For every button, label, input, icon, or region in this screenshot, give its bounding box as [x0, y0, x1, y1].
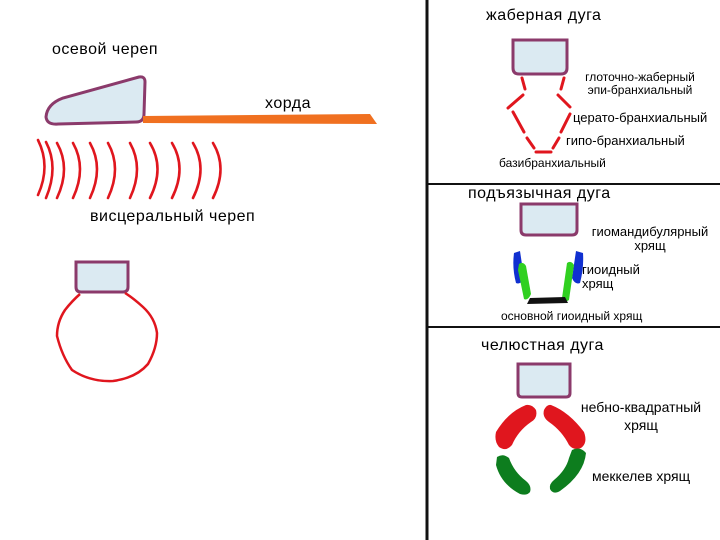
hyoid-label-line1: гиоидный [582, 262, 640, 277]
hyomandibular-label-line1: гиомандибулярный [591, 224, 709, 239]
palatoquadrate-label: небно-квадратный хрящ [570, 400, 712, 432]
branchial-arch-elements [506, 76, 572, 154]
ceratobranchial-right [559, 112, 572, 134]
hypobranchial-label: гипо-бранхиальный [566, 133, 685, 148]
ceratobranchial-label: церато-бранхиальный [573, 110, 708, 125]
visceral-arches [36, 138, 222, 200]
branchial-skull-block [511, 38, 569, 76]
meckel-left [496, 455, 531, 495]
pharyngobranchial-label-line1: глоточно-жаберный [585, 70, 695, 84]
hyomandibular-right [572, 251, 584, 284]
ceratobranchial-left [511, 110, 526, 134]
visceral-arch-1 [36, 138, 46, 197]
notochord-shape [143, 114, 377, 124]
branchial-arch-title: жаберная дуга [486, 7, 602, 24]
hyoid-right [562, 261, 574, 302]
notochord-label: хорда [265, 95, 311, 112]
hyoid-left [518, 262, 531, 300]
visceral-arch-4 [71, 141, 82, 200]
axial-skull-label: осевой череп [52, 41, 159, 58]
mandibular-skull-block [516, 362, 572, 399]
axial-skull-shape [44, 75, 147, 126]
visceral-skull-block [74, 260, 130, 294]
visceral-arch-10 [191, 141, 202, 200]
epibranchial-right [556, 93, 572, 109]
hyoid-arch-title: подъязычная дуга [468, 185, 611, 202]
basibranchial-label: базибранхиальный [499, 156, 606, 170]
pharyngobranchial-right [559, 76, 566, 91]
visceral-arch-11 [211, 141, 222, 200]
visceral-arch-6 [106, 141, 117, 200]
visceral-skull-label: висцеральный череп [90, 208, 256, 225]
meckel-label: меккелев хрящ [592, 468, 691, 484]
palatoquadrate-label-line1: небно-квадратный [580, 399, 702, 415]
meckel-right [549, 448, 586, 493]
pharyngobranchial-label: глоточно-жаберный эпи-бранхиальный [570, 71, 710, 96]
hypobranchial-left [525, 136, 536, 150]
hyomandibular-label-line2: хрящ [634, 237, 666, 253]
palatoquadrate-right [543, 404, 586, 449]
visceral-ring [55, 291, 159, 383]
hyoid-skull-block [519, 202, 579, 237]
basihyal-label: основной гиоидный хрящ [501, 309, 643, 323]
hypobranchial-right [551, 136, 561, 150]
mandibular-arch-title: челюстная дуга [481, 337, 604, 354]
basihyal-element [527, 297, 568, 304]
pharyngobranchial-label-line2: эпи-бранхиальный [587, 82, 693, 97]
visceral-arch-5 [88, 141, 99, 200]
palatoquadrate-label-line2: хрящ [624, 416, 658, 433]
pharyngobranchial-left [520, 76, 527, 91]
visceral-arch-9 [170, 141, 181, 200]
visceral-arch-7 [128, 141, 139, 200]
visceral-arch-8 [148, 141, 159, 200]
visceral-arch-2 [44, 140, 54, 200]
hyoid-label-line2: хрящ [582, 275, 614, 291]
hyomandibular-label: гиомандибулярный хрящ [580, 225, 720, 252]
palatoquadrate-left [495, 404, 537, 450]
epibranchial-left [506, 93, 525, 110]
hyoid-label: гиоидный хрящ [582, 263, 640, 290]
visceral-arch-3 [55, 141, 66, 200]
